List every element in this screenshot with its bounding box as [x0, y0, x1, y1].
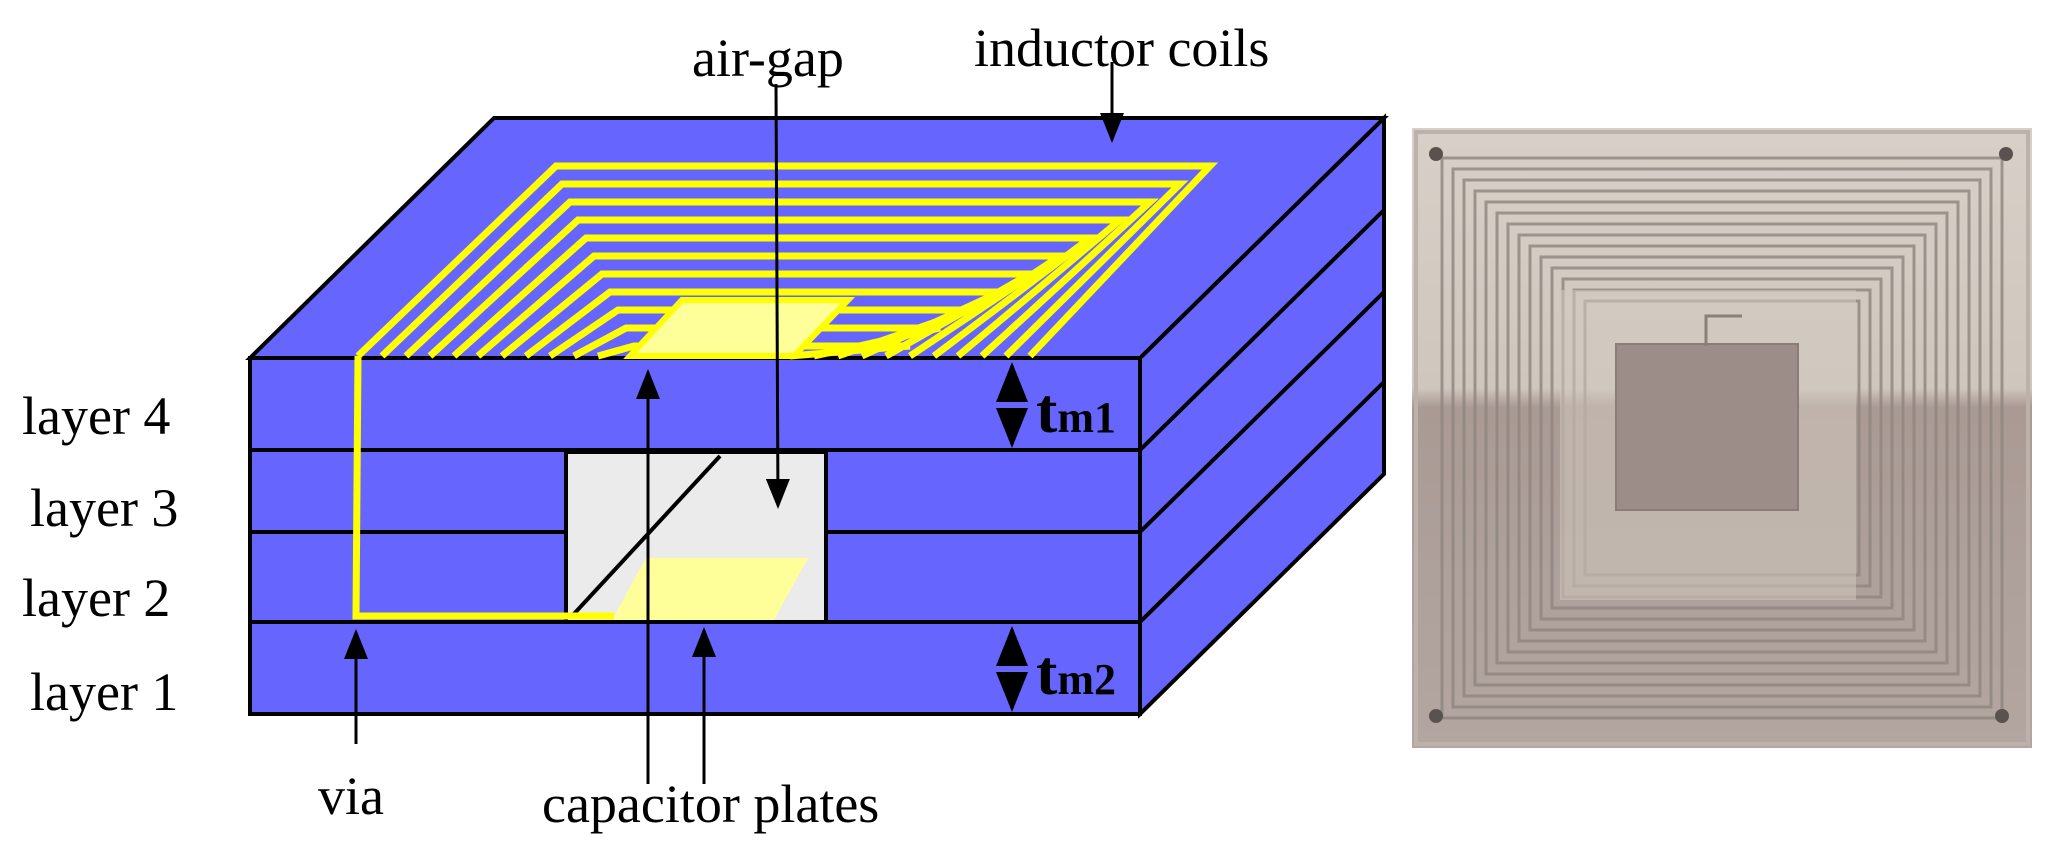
capacitor-plate-top [623, 297, 856, 359]
label-layer-2: layer 2 [22, 568, 170, 628]
inductor-coils [355, 162, 1219, 360]
tm1-sub: m1 [1057, 393, 1116, 442]
label-air-gap: air-gap [692, 28, 844, 88]
photo-capacitor-plate [1615, 343, 1799, 511]
photo-mount-hole [1429, 709, 1443, 723]
label-layer-4: layer 4 [22, 386, 170, 446]
tm2-main: t [1036, 637, 1058, 708]
callout-arrows [344, 62, 1124, 784]
photo-coil-ring [1506, 222, 1938, 654]
photo-coil-ring [1550, 266, 1894, 610]
label-layer-1: layer 1 [30, 662, 178, 722]
photo-coil-ring [1495, 211, 1949, 665]
label-capacitor-plates: capacitor plates [542, 774, 879, 834]
capacitor-plate-bottom [612, 558, 808, 620]
photo-via-trace [1704, 314, 1742, 346]
label-tm2: tm2 [1036, 637, 1116, 708]
air-gap-cavity [564, 450, 828, 624]
label-inductor-coils: inductor coils [974, 18, 1269, 78]
photo-coil-ring [1462, 178, 1982, 698]
photo-coil-ring [1517, 233, 1927, 643]
label-tm1: tm1 [1036, 375, 1116, 446]
photo-coil-ring [1484, 200, 1960, 676]
label-via: via [318, 766, 384, 826]
device-photo [1412, 128, 2032, 748]
tm2-sub: m2 [1057, 655, 1116, 704]
via-trace [352, 355, 614, 620]
label-layer-3: layer 3 [30, 478, 178, 538]
layer-stack [245, 113, 1389, 719]
photo-coil-ring [1539, 255, 1905, 621]
photo-coil-ring [1440, 156, 2004, 720]
photo-mount-hole [1995, 709, 2009, 723]
tm1-main: t [1036, 375, 1058, 446]
photo-mount-hole [1429, 147, 1443, 161]
photo-coil-ring [1451, 167, 1993, 709]
photo-coil-ring [1528, 244, 1916, 632]
photo-mount-hole [1999, 147, 2013, 161]
photo-coil-ring [1473, 189, 1971, 687]
air-gap-arrow [765, 83, 790, 509]
